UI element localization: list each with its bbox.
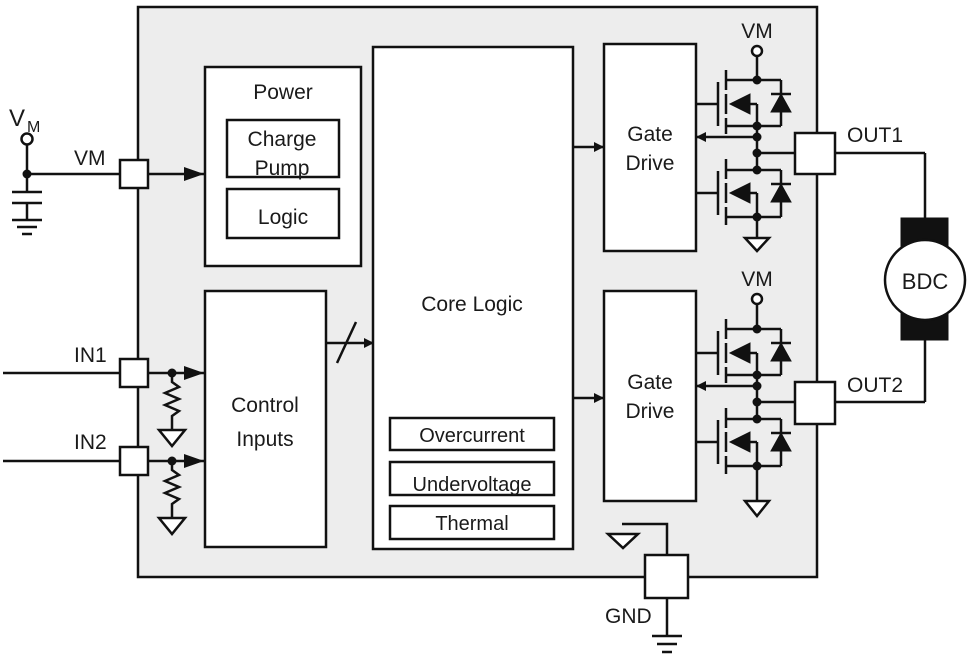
control-inputs-line2: Inputs [236, 428, 293, 451]
charge-pump-line1: Charge [248, 128, 317, 151]
ground-icon [742, 499, 772, 519]
vm-terminal-icon [750, 44, 764, 58]
in2-label: IN2 [74, 431, 107, 454]
vm-terminal-icon [750, 292, 764, 306]
charge-pump-line2: Pump [255, 157, 310, 180]
gate-drive-1-line2: Drive [625, 152, 674, 175]
motor-label: BDC [902, 269, 949, 294]
vm-terminal-icon [20, 132, 34, 146]
ground-icon [742, 236, 772, 253]
low-side-mosfet-icon [696, 159, 792, 225]
gnd-pin: GND [604, 522, 690, 654]
overcurrent-block [388, 416, 556, 452]
out2-label: OUT2 [847, 374, 903, 397]
in1-input: IN1 [3, 344, 204, 448]
control-inputs-line1: Control [231, 394, 299, 417]
vm-supply-label-2: VM [741, 268, 773, 291]
in1-label: IN1 [74, 344, 107, 367]
gnd-label: GND [605, 605, 652, 628]
vm-supply-label: V [9, 105, 25, 132]
vm-pin-label: VM [74, 147, 106, 170]
ground-icon [604, 532, 642, 550]
high-side-mosfet-icon [696, 319, 792, 383]
capacitor-icon [12, 174, 42, 220]
out1-label: OUT1 [847, 124, 903, 147]
core-logic-title: Core Logic [421, 293, 523, 316]
ground-icon [156, 428, 188, 448]
power-title: Power [253, 81, 313, 104]
logic-label: Logic [258, 206, 308, 229]
thermal-block [388, 504, 556, 541]
charge-pump-block [225, 118, 341, 179]
undervoltage-label: Undervoltage [413, 474, 532, 496]
gate-drive-1: Gate Drive [602, 42, 698, 253]
control-inputs-block: Control Inputs [203, 289, 328, 549]
vm-supply-label-1: VM [741, 20, 773, 43]
pulldown-resistor-icon [161, 373, 183, 430]
vm-supply-subscript: M [27, 119, 40, 136]
in2-pin-pad [118, 445, 150, 477]
pulldown-resistor-icon [161, 461, 183, 518]
gnd-pin-pad [643, 553, 690, 600]
gate-drive-1-line1: Gate [627, 123, 673, 146]
bus-slash-icon [335, 321, 358, 364]
gate-drive-2: Gate Drive [602, 289, 698, 503]
high-side-mosfet-icon [696, 70, 792, 134]
undervoltage-block [388, 460, 556, 497]
half-bridge-2: VM [696, 268, 795, 519]
in2-input: IN2 [3, 431, 204, 536]
thermal-label: Thermal [435, 513, 508, 535]
ground-icon [156, 516, 188, 536]
overcurrent-label: Overcurrent [419, 425, 525, 447]
low-side-mosfet-icon [696, 408, 792, 474]
logic-block [225, 187, 341, 240]
half-bridge-1: VM [696, 20, 795, 253]
in1-pin-pad [118, 357, 150, 389]
power-block: Power Charge Pump Logic [203, 65, 363, 268]
motor-icon [883, 238, 967, 322]
gate-drive-2-line1: Gate [627, 371, 673, 394]
gate-drive-2-line2: Drive [625, 400, 674, 423]
ground-icon [12, 218, 42, 236]
vm-supply: V M VM [9, 105, 120, 236]
out1-pin-pad [793, 131, 837, 176]
vm-pin-pad [118, 158, 150, 190]
motor: BDC [835, 151, 967, 404]
core-logic-block: Core Logic Overcurrent Undervoltage Ther… [371, 45, 575, 551]
out2-pin-pad [793, 380, 837, 426]
